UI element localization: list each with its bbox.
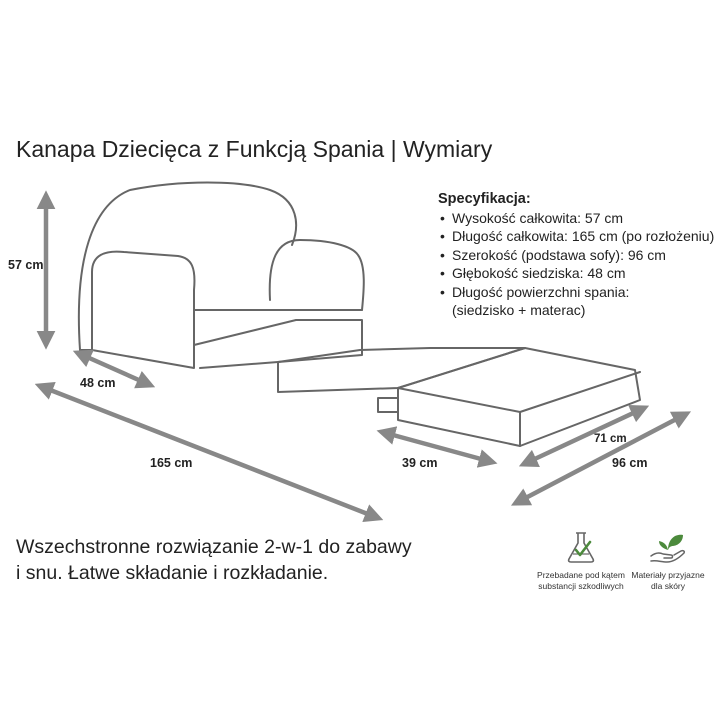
specification-block: Specyfikacja: Wysokość całkowita: 57 cm … <box>438 190 714 320</box>
dim-width-base-label: 96 cm <box>612 456 648 470</box>
hand-leaf-icon <box>650 534 685 563</box>
badge-skin-friendly: Materiały przyjazne dla skóry <box>618 530 718 592</box>
mattress-segment-1 <box>193 319 363 369</box>
dim-seat-depth-label: 48 cm <box>80 376 116 390</box>
sofa-backrest <box>77 181 298 351</box>
dim-total-length-label: 165 cm <box>150 456 193 470</box>
arrow-total-length <box>34 382 384 522</box>
arrow-segment <box>376 426 498 468</box>
dim-height-label: 57 cm <box>8 258 44 272</box>
spec-item: Szerokość (podstawa sofy): 96 cm <box>438 246 714 265</box>
arrow-seat-depth <box>72 349 156 389</box>
flask-check-icon <box>567 532 595 563</box>
badge-skin-line-2: dla skóry <box>650 581 685 591</box>
badge-tested-line-1: Przebadane pod kątem <box>537 570 625 580</box>
arrow-width-base <box>510 411 692 506</box>
badge-tested-line-2: substancji szkodliwych <box>538 581 624 591</box>
spec-item: Głębokość siedziska: 48 cm <box>438 264 714 283</box>
sofa-right-armrest <box>268 239 365 311</box>
spec-continuation: (siedzisko + materac) <box>452 302 586 318</box>
dimension-arrows <box>34 190 692 522</box>
spec-item: Długość całkowita: 165 cm (po rozłożeniu… <box>438 227 714 246</box>
sofa-left-armrest <box>91 250 196 369</box>
mattress-main <box>397 347 641 447</box>
badge-skin-line-1: Materiały przyjazne <box>631 570 705 580</box>
tagline-line-1: Wszechstronne rozwiązanie 2-w-1 do zabaw… <box>16 536 412 558</box>
mattress-segment-2 <box>277 347 526 393</box>
badge-tested: Przebadane pod kątem substancji szkodliw… <box>531 530 631 592</box>
dim-segment-label: 39 cm <box>402 456 438 470</box>
tagline: Wszechstronne rozwiązanie 2-w-1 do zabaw… <box>16 534 486 586</box>
spec-item: Długość powierzchni spania: <box>438 283 714 302</box>
spec-heading: Specyfikacja: <box>438 191 531 207</box>
tagline-line-2: i snu. Łatwe składanie i rozkładanie. <box>16 562 329 584</box>
spec-item: Wysokość całkowita: 57 cm <box>438 209 714 228</box>
page-title: Kanapa Dziecięca z Funkcją Spania | Wymi… <box>16 136 493 162</box>
dim-width-inner-label: 71 cm <box>594 433 627 445</box>
spec-list: Wysokość całkowita: 57 cm Długość całkow… <box>438 209 714 302</box>
